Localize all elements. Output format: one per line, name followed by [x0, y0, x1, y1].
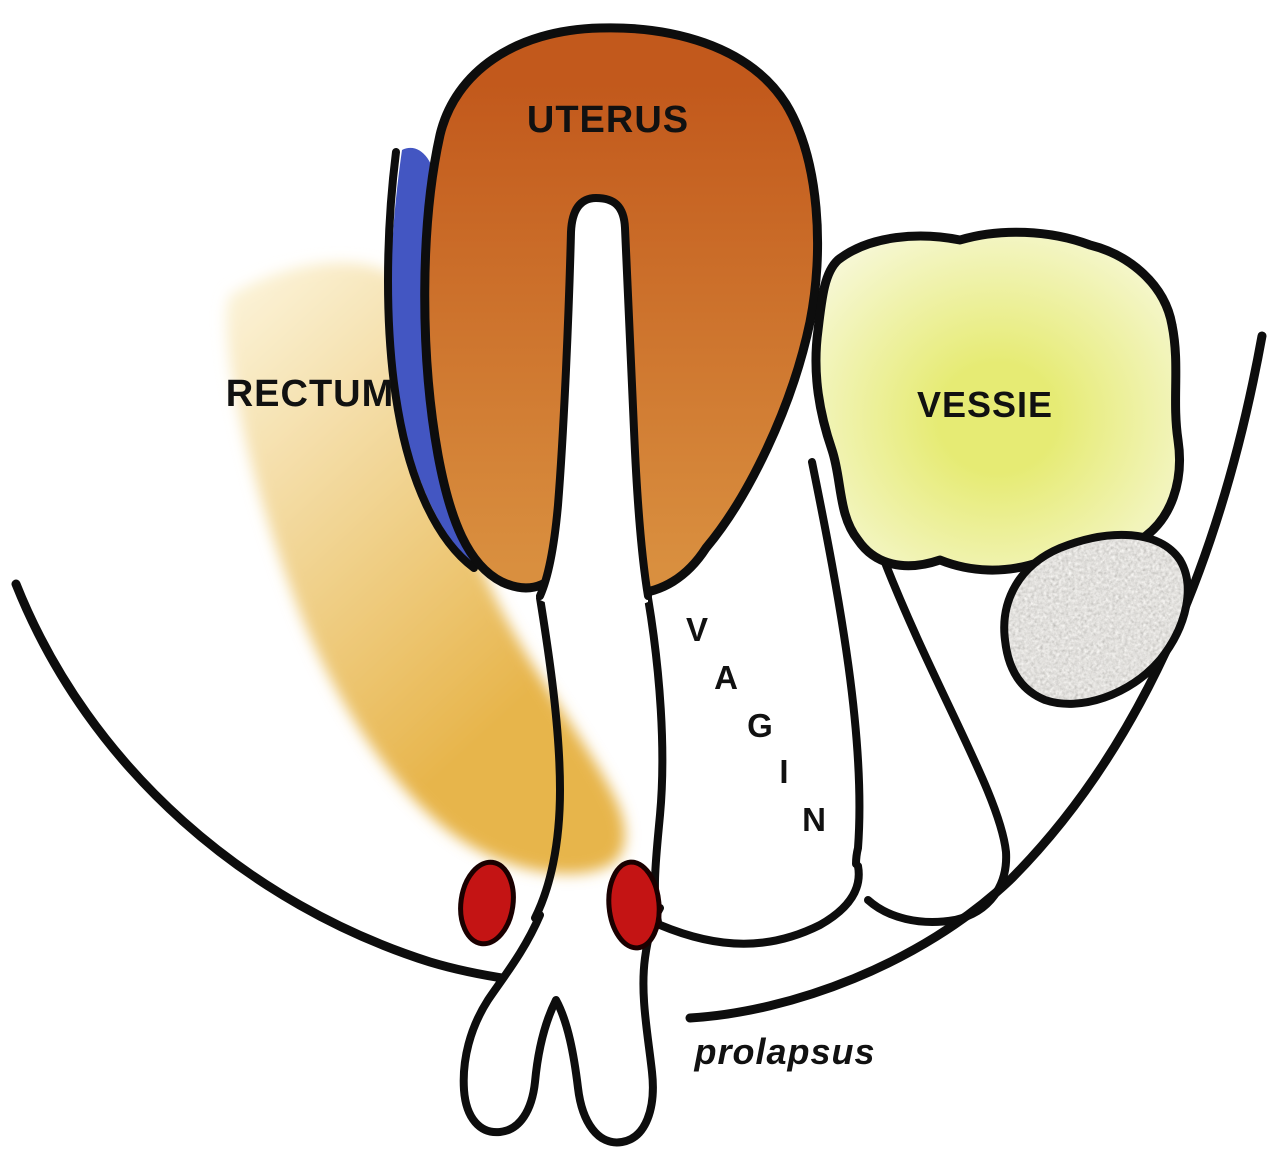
pelvic-outline-right: [685, 331, 1267, 1023]
pelvic-outline-left: [11, 579, 553, 989]
uterine-canal-fill: [540, 198, 648, 614]
vagin-letter-n: N: [802, 801, 826, 838]
vagina-outer-wall: [808, 458, 864, 868]
pubic-bone-outline: [1000, 530, 1192, 708]
vagin-letter-v: V: [686, 611, 708, 648]
rectum-shape: [226, 262, 626, 874]
tissue-line: [864, 556, 1011, 926]
vagin-letter-i: I: [779, 753, 788, 790]
prolapse-shape: [459, 904, 664, 1147]
perineum-line: [656, 862, 863, 948]
muscle-right: [606, 859, 662, 951]
uterus-label: UTERUS: [527, 99, 689, 141]
prolapsus-label: prolapsus: [693, 1031, 875, 1072]
vagin-letter-g: G: [747, 707, 773, 744]
uterine-canal-outline: [536, 193, 652, 600]
vagin-letter-a: A: [714, 659, 738, 696]
muscle-left: [458, 859, 516, 947]
rectum-label: RECTUM: [226, 373, 395, 415]
pubic-bone-speckle: [1004, 534, 1188, 704]
ligament-outline: [384, 148, 478, 572]
vagina-wall-left: [531, 594, 565, 922]
vessie-label: VESSIE: [917, 384, 1053, 425]
